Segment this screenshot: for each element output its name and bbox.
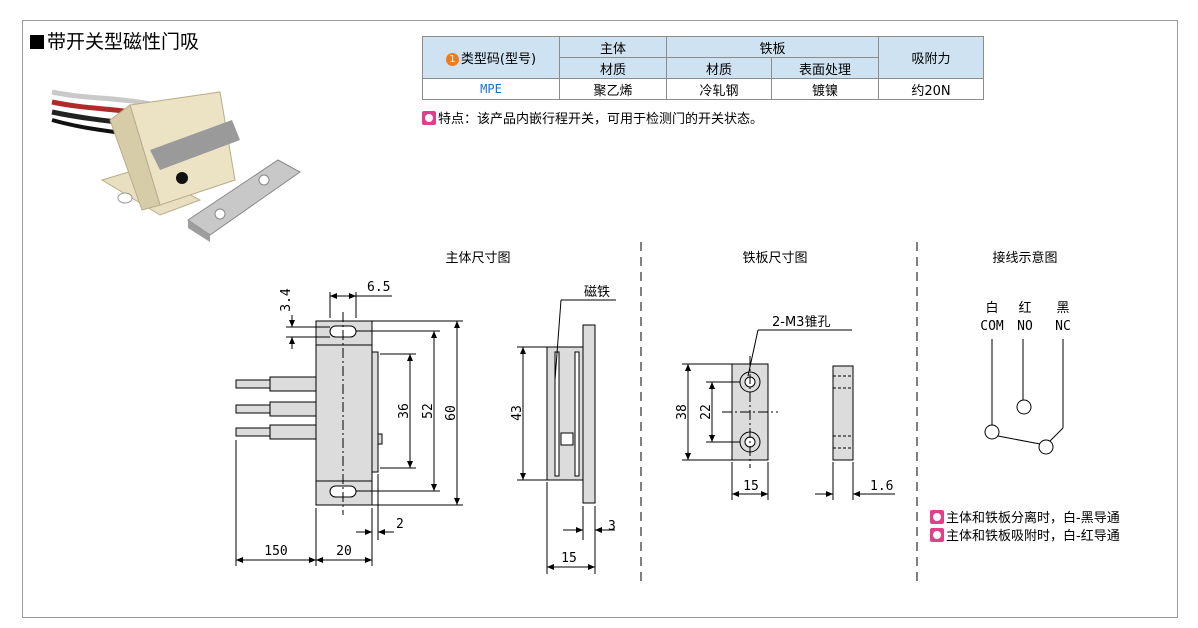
dim-38: 38 — [675, 404, 690, 420]
cell-body-material: 聚乙烯 — [559, 78, 667, 100]
cell-force: 约20N — [878, 78, 984, 100]
dim-3: 3 — [608, 519, 616, 534]
page-title: 带开关型磁性门吸 — [30, 27, 199, 54]
note-icon — [422, 111, 436, 125]
dim-52: 52 — [421, 403, 436, 419]
header-body-material: 材质 — [559, 57, 667, 79]
dim-2: 2 — [396, 517, 404, 532]
wire-no: NO — [1017, 319, 1033, 334]
view-title-body: 主体尺寸图 — [445, 251, 510, 266]
header-force: 吸附力 — [878, 36, 984, 79]
title-square-icon — [30, 35, 44, 49]
wiring-note-2: 主体和铁板吸附时，白-红导通 — [930, 525, 1120, 544]
dim-43: 43 — [510, 405, 525, 421]
wire-white: 白 — [985, 300, 998, 316]
dim-15-body: 15 — [561, 551, 577, 566]
note-icon — [930, 528, 944, 542]
dim-15-plate: 15 — [743, 479, 759, 494]
header-body: 主体 — [559, 36, 667, 58]
wire-com: COM — [980, 319, 1004, 334]
title-text: 带开关型磁性门吸 — [47, 31, 200, 53]
dim-60: 60 — [444, 405, 459, 421]
wiring-note-1: 主体和铁板分离时，白-黑导通 — [930, 507, 1120, 526]
dim-1-6: 1.6 — [870, 479, 893, 494]
label-holes: 2-M3锥孔 — [772, 315, 830, 330]
dim-20: 20 — [336, 544, 352, 559]
view-title-plate: 铁板尺寸图 — [742, 251, 807, 266]
dim-6-5: 6.5 — [367, 280, 390, 295]
header-plate: 铁板 — [666, 36, 879, 58]
dim-150: 150 — [264, 544, 287, 559]
type-link[interactable]: MPE — [422, 78, 560, 100]
dim-22: 22 — [699, 404, 714, 420]
cell-plate-material: 冷轧钢 — [666, 78, 772, 100]
feature-note: 特点：该产品内嵌行程开关，可用于检测门的开关状态。 — [422, 108, 763, 127]
wire-black: 黑 — [1056, 301, 1069, 316]
dim-36: 36 — [397, 403, 412, 419]
frame — [22, 20, 1178, 618]
header-plate-material: 材质 — [666, 57, 772, 79]
label-magnet: 磁铁 — [584, 285, 610, 300]
view-title-wiring: 接线示意图 — [992, 250, 1057, 266]
note-icon — [930, 510, 944, 524]
cell-surface: 镀镍 — [771, 78, 879, 100]
dim-3-4: 3.4 — [279, 288, 294, 312]
wire-red: 红 — [1018, 300, 1031, 316]
wire-nc: NC — [1055, 319, 1071, 334]
number-badge-icon: 1 — [445, 53, 459, 66]
